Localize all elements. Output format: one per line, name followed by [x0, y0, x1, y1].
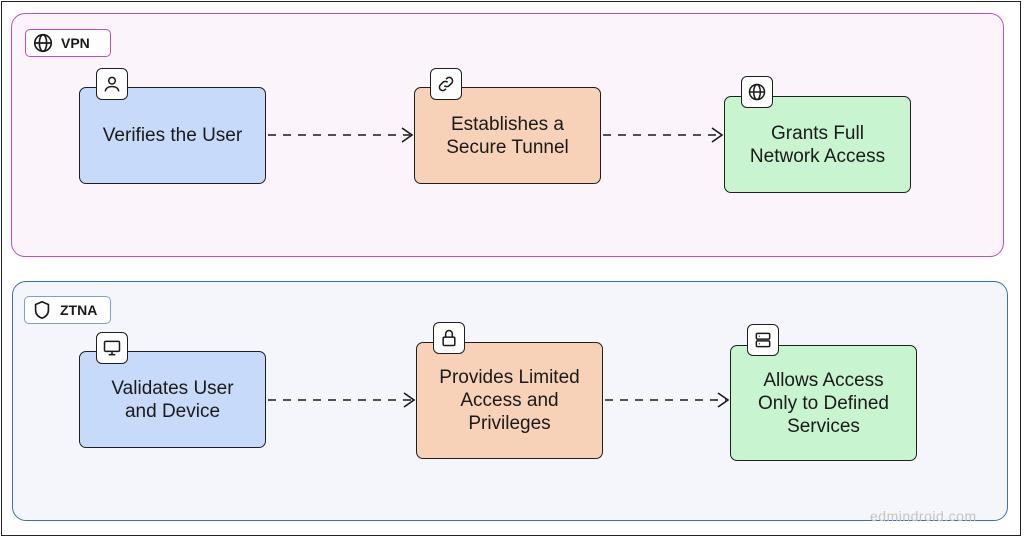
vpn-step-verify-user: Verifies the User: [79, 87, 266, 184]
user-icon: [96, 68, 128, 100]
ztna-step-3-label: Allows Access Only to Defined Services: [758, 369, 889, 437]
ztna-step-limited-access: Provides Limited Access and Privileges: [416, 342, 603, 459]
vpn-step-3-label: Grants Full Network Access: [749, 122, 886, 167]
ztna-step-defined-services: Allows Access Only to Defined Services: [730, 345, 917, 461]
shield-icon: [31, 299, 53, 321]
vpn-step-secure-tunnel: Establishes a Secure Tunnel: [414, 87, 601, 184]
vpn-step-full-access: Grants Full Network Access: [724, 96, 911, 193]
monitor-icon: [96, 332, 128, 364]
arrowhead-vpn-1-2: [401, 127, 414, 143]
ztna-tag: ZTNA: [24, 296, 111, 324]
vpn-tag-label: VPN: [61, 35, 90, 51]
ztna-step-2-label: Provides Limited Access and Privileges: [439, 367, 580, 434]
vpn-step-1-label: Verifies the User: [102, 125, 243, 146]
arrowhead-ztna-1-2: [403, 392, 416, 408]
watermark: edmindroid.com: [870, 508, 977, 524]
ztna-tag-label: ZTNA: [60, 302, 98, 318]
arrowhead-vpn-2-3: [711, 127, 724, 143]
globe-icon: [741, 76, 773, 108]
arrowhead-ztna-2-3: [717, 392, 730, 408]
vpn-step-2-label: Establishes a Secure Tunnel: [446, 113, 569, 158]
server-icon: [747, 324, 779, 356]
lock-icon: [433, 322, 465, 354]
link-icon: [430, 68, 462, 100]
globe-icon: [32, 32, 54, 54]
ztna-step-validate: Validates User and Device: [79, 351, 266, 448]
vpn-tag: VPN: [25, 29, 111, 57]
ztna-step-1-label: Validates User and Device: [111, 377, 234, 422]
